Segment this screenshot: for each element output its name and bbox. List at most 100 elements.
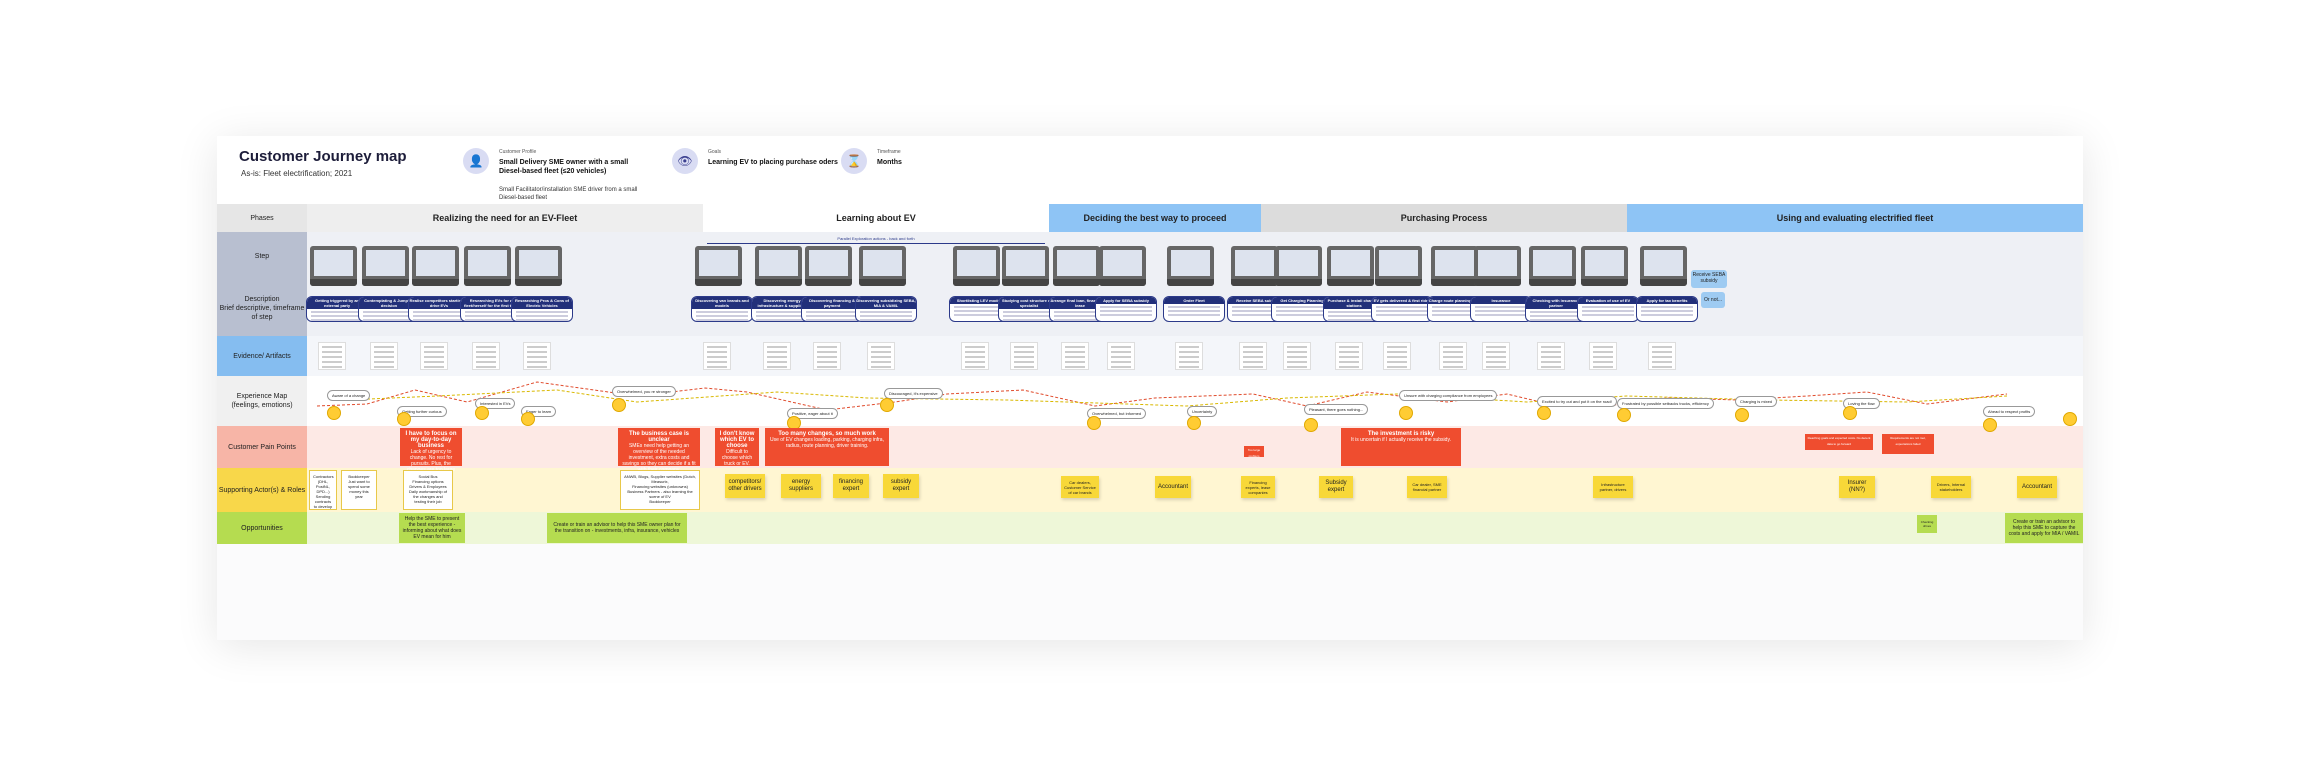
journey-board: Customer Journey map As-is: Fleet electr…	[217, 136, 2083, 640]
phase-deciding: Deciding the best way to proceed	[1049, 204, 1261, 232]
step-image-11	[1002, 246, 1049, 286]
experience-bubble: Discouraged, it's expensive	[884, 388, 943, 399]
evidence-artifact	[1283, 342, 1311, 370]
opportunity-checking-drives: Checking drives	[1917, 515, 1937, 533]
pain-body: Difficult to choose which truck or EV.	[721, 449, 753, 467]
pain-body: Use of EV changes loading, parking, char…	[770, 437, 884, 449]
goals-value: Learning EV to placing purchase oders	[708, 159, 838, 166]
pain-point-investment-risky: The investment is risky It is uncertain …	[1341, 428, 1461, 466]
step-title: Insurance	[1471, 297, 1531, 304]
step-title: Apply for tax benefits	[1637, 297, 1697, 304]
pain-body: Too large problem	[1247, 448, 1261, 458]
user-icon: 👤	[463, 148, 489, 174]
step-image-12	[1053, 246, 1100, 286]
emotion-face-icon	[397, 412, 411, 426]
actor-insurer: Insurer (NN?)	[1839, 476, 1875, 498]
evidence-artifact	[703, 342, 731, 370]
emotion-face-icon	[1537, 406, 1551, 420]
pain-point-business-case: The business case is unclear SMEs need h…	[618, 428, 700, 473]
actor-drivers-employees: Social Bus Financing options Drivers & E…	[403, 470, 453, 510]
step-image-5	[515, 246, 562, 286]
evidence-artifact	[1175, 342, 1203, 370]
emotion-face-icon	[1617, 408, 1631, 422]
evidence-artifact	[1335, 342, 1363, 370]
emotion-face-icon	[1843, 406, 1857, 420]
step-title: Order Fleet	[1164, 297, 1224, 304]
experience-bubble: Frustrated by possible setbacks trucks, …	[1617, 398, 1714, 409]
step-image-8	[805, 246, 852, 286]
step-image-13	[1099, 246, 1146, 286]
pain-body: SMEs need help getting an overview of th…	[622, 443, 696, 473]
pain-point-focus: I have to focus on my day-to-day busines…	[400, 428, 462, 479]
evidence-artifact	[318, 342, 346, 370]
step-title: EV gets delivered & first rides	[1372, 297, 1432, 304]
seba-or-not-note: Or not...	[1701, 292, 1725, 308]
emotion-face-icon	[1399, 406, 1413, 420]
actor-subsidy-expert: subsidy expert	[883, 474, 919, 498]
actor-contractors: Contractors (DHL, PostNL, DPD...) Sendin…	[309, 470, 337, 510]
step-title: Evaluation of use of EV	[1578, 297, 1638, 304]
step-image-21	[1529, 246, 1576, 286]
step-image-9	[859, 246, 906, 286]
actors-band	[307, 468, 2083, 512]
row-label-pain-points: Customer Pain Points	[217, 426, 307, 468]
experience-bubble: Pleasant, there goes nothing...	[1304, 404, 1369, 415]
experience-bubble: Eager to learn	[521, 406, 557, 417]
profile-value: Small Delivery SME owner with a small Di…	[499, 159, 629, 175]
pain-point-too-large: Too large problem	[1244, 446, 1264, 458]
pain-point-which-ev: I don't know which EV to choose Difficul…	[715, 428, 759, 467]
step-image-3	[412, 246, 459, 286]
step-image-22	[1581, 246, 1628, 286]
profile-value-secondary: Small Facilitator/installation SME drive…	[499, 187, 638, 201]
step-image-4	[464, 246, 511, 286]
row-label-phases: Phases	[217, 204, 307, 232]
step-title: Researching EVs for a fleet/herself for …	[461, 297, 521, 309]
hourglass-icon: ⌛	[841, 148, 867, 174]
pain-title: Too many changes, so much work	[778, 431, 876, 437]
profile-label: Customer Profile	[499, 149, 537, 155]
experience-bubble: Excited to try out and put it on the roa…	[1537, 396, 1617, 407]
step-image-15	[1231, 246, 1278, 286]
experience-bubble: Overwhelmed, you re stronger	[612, 386, 676, 397]
emotion-face-icon	[1735, 408, 1749, 422]
step-title: Researching Pros & Cons of Electric Vehi…	[512, 297, 572, 309]
emotion-face-icon	[521, 412, 535, 426]
step-title: Contemplating & Jumping decision	[359, 297, 419, 309]
step-image-23	[1640, 246, 1687, 286]
experience-bubble: Unsure with charging compliance from emp…	[1399, 390, 1498, 401]
step-image-14	[1167, 246, 1214, 286]
step-title: Discovering energy infrastructure & supp…	[752, 297, 812, 309]
step-title: Discovering subsidizing SEBA, MIA & VAMI…	[856, 297, 916, 309]
pain-body: Requirements are not met, expectations f…	[1890, 436, 1926, 446]
pain-title: The investment is risky	[1367, 431, 1435, 437]
pain-band	[307, 426, 2083, 468]
step-description: Researching Pros & Cons of Electric Vehi…	[511, 296, 573, 322]
pain-point-too-many-changes: Too many changes, so much work Use of EV…	[765, 428, 889, 466]
step-title: Get Charging Planning	[1272, 297, 1332, 304]
experience-bubble: Charging is mixed	[1735, 396, 1778, 407]
actor-car-dealer-sme: Car dealer, SME financial partner	[1407, 476, 1447, 498]
actor-car-dealers: Car dealers, Customer Service of car bra…	[1061, 476, 1099, 498]
timeframe-label: Timeframe	[877, 149, 901, 155]
evidence-artifact	[813, 342, 841, 370]
row-label-evidence: Evidence/ Artifacts	[217, 336, 307, 376]
evidence-artifact	[961, 342, 989, 370]
step-description: Apply for tax benefits	[1636, 296, 1698, 322]
row-label-description: Description Brief descriptive, timeframe…	[217, 280, 307, 336]
experience-bubble: Aware of a change	[327, 390, 371, 401]
step-image-16	[1275, 246, 1322, 286]
actor-information-sources: ANWB, Blogs, Supplier websites (Dutch, M…	[620, 470, 700, 510]
step-image-20	[1474, 246, 1521, 286]
step-description: Apply for SEBA subsidy	[1095, 296, 1157, 322]
actor-drivers-internal: Drivers, Internal stakeholders	[1931, 476, 1971, 498]
evidence-artifact	[1648, 342, 1676, 370]
emotion-face-icon	[612, 398, 626, 412]
pain-title: The business case is unclear	[628, 431, 690, 443]
step-description: Getting triggered by an external party	[306, 296, 368, 322]
row-label-opportunities: Opportunities	[217, 512, 307, 544]
actor-energy-suppliers: energy suppliers	[781, 474, 821, 498]
step-description: Discovering subsidizing SEBA, MIA & VAMI…	[855, 296, 917, 322]
step-description: EV gets delivered & first rides	[1371, 296, 1433, 322]
step-description: Discovering van brands and models	[691, 296, 753, 322]
step-title: Charge route planning & travel	[1428, 297, 1488, 304]
